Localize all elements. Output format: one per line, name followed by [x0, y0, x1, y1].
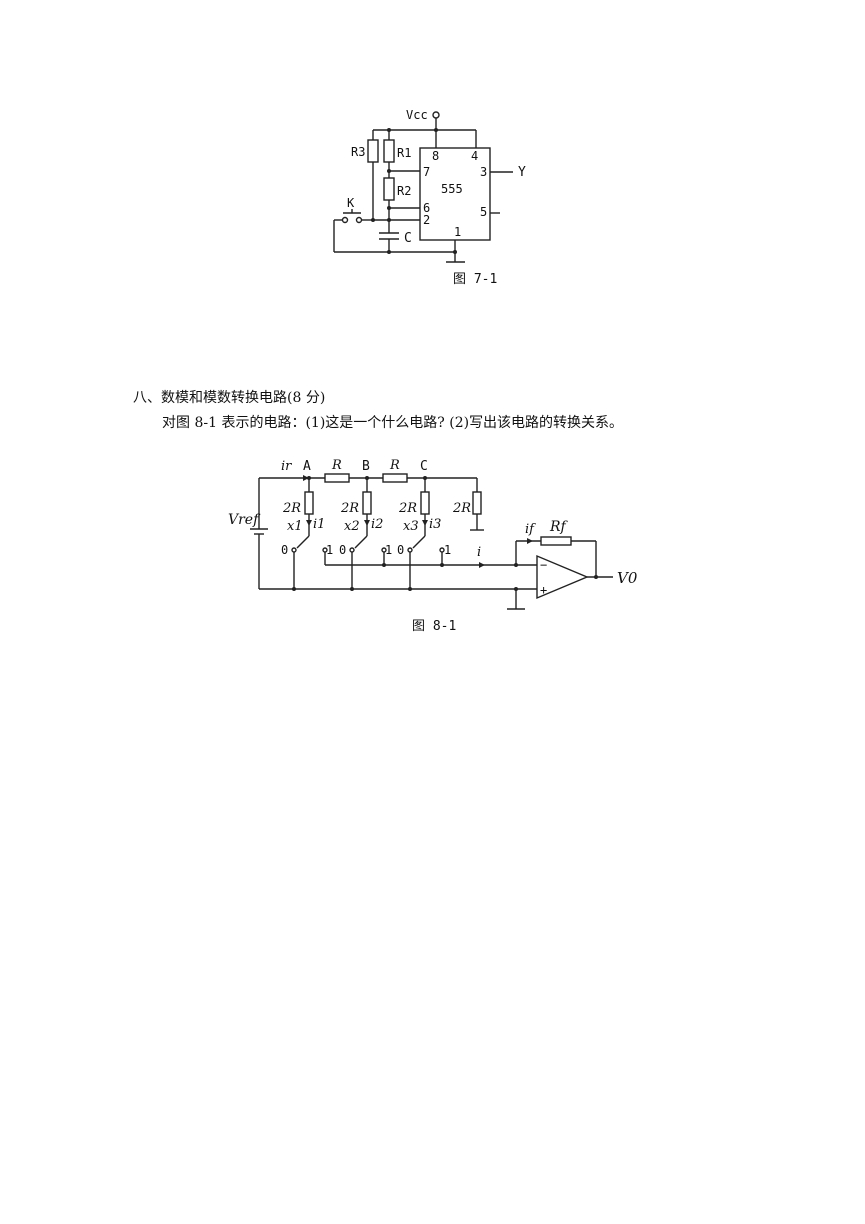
x2-one-label: 1	[385, 543, 392, 557]
figure-7-1-caption: 图 7-1	[453, 272, 498, 287]
resistor-2r-a	[304, 491, 314, 515]
x2-label: x2	[344, 519, 360, 534]
resistor-r-ab	[324, 473, 350, 483]
r1-label: R1	[397, 146, 411, 160]
section-8-heading: 八、数模和模数转换电路(8 分)	[133, 390, 326, 406]
switch-x2-blade	[354, 535, 368, 549]
vcc-terminal	[432, 111, 440, 119]
resistor-2r-terminating	[472, 491, 482, 515]
resistor-2r-c	[420, 491, 430, 515]
x3-zero-label: 0	[397, 543, 404, 557]
pin-8-label: 8	[432, 149, 439, 163]
pin-6-label: 6	[423, 201, 430, 215]
i-label: i	[477, 545, 481, 560]
chip-555	[419, 147, 491, 241]
node-b-label: B	[362, 459, 370, 474]
section-8-question: 对图 8-1 表示的电路：(1)这是一个什么电路? (2)写出该电路的转换关系。	[162, 415, 624, 431]
pin-5-label: 5	[480, 205, 487, 219]
switch-k-label: K	[347, 196, 355, 210]
resistor-r2	[383, 177, 395, 201]
pin-4-label: 4	[471, 149, 478, 163]
pin-2-label: 2	[423, 213, 430, 227]
r2-label: R2	[397, 184, 411, 198]
v0-label: V0	[617, 569, 638, 587]
output-y-label: Y	[518, 165, 526, 180]
if-label: if	[525, 522, 536, 537]
pin-1-label: 1	[454, 225, 461, 239]
2r-term-label: 2R	[452, 501, 471, 516]
figure-8-1-caption: 图 8-1	[412, 619, 457, 634]
x2-zero-label: 0	[339, 543, 346, 557]
i2-label: i2	[371, 517, 383, 532]
2r-c-label: 2R	[398, 501, 417, 516]
x3-one-label: 1	[444, 543, 451, 557]
x1-zero-label: 0	[281, 543, 288, 557]
i3-label: i3	[429, 517, 441, 532]
x1-one-label: 1	[326, 543, 333, 557]
op-amp	[536, 554, 589, 600]
switch-x1-blade	[296, 535, 310, 549]
r-ab-label: R	[331, 458, 342, 473]
x1-label: x1	[287, 519, 303, 534]
resistor-r3	[367, 139, 379, 163]
switch-x3-blade	[412, 535, 426, 549]
chip-label: 555	[441, 182, 463, 196]
rf-label: Rf	[549, 519, 569, 535]
2r-b-label: 2R	[340, 501, 359, 516]
r3-label: R3	[351, 145, 365, 159]
node-a-label: A	[303, 459, 311, 474]
r-bc-label: R	[389, 458, 400, 473]
2r-a-label: 2R	[282, 501, 301, 516]
resistor-2r-b	[362, 491, 372, 515]
ir-label: ir	[281, 459, 292, 474]
node-c-label: C	[420, 459, 428, 474]
resistor-r-bc	[382, 473, 408, 483]
vcc-label: Vcc	[406, 108, 428, 122]
opamp-plus-label: +	[540, 583, 547, 597]
switch-k-contact-right	[355, 216, 363, 224]
resistor-rf	[540, 536, 572, 546]
capacitor-c-label: C	[404, 231, 412, 246]
pin-7-label: 7	[423, 165, 430, 179]
vref-label: Vref	[228, 512, 261, 528]
i1-label: i1	[313, 517, 325, 532]
figure-8-1-circuit: ir A B C R R Vref 2R x1 i1 2R x2 i2 2R x…	[228, 458, 638, 610]
figure-7-1-circuit: Vcc 555 8 4 7 3 6 5 2 1 Y R3 R1 R2 K C	[333, 108, 526, 263]
opamp-minus-label: −	[540, 558, 547, 572]
pin-3-label: 3	[480, 165, 487, 179]
switch-k-contact-left	[341, 216, 349, 224]
resistor-r1	[383, 139, 395, 163]
x3-label: x3	[403, 519, 419, 534]
